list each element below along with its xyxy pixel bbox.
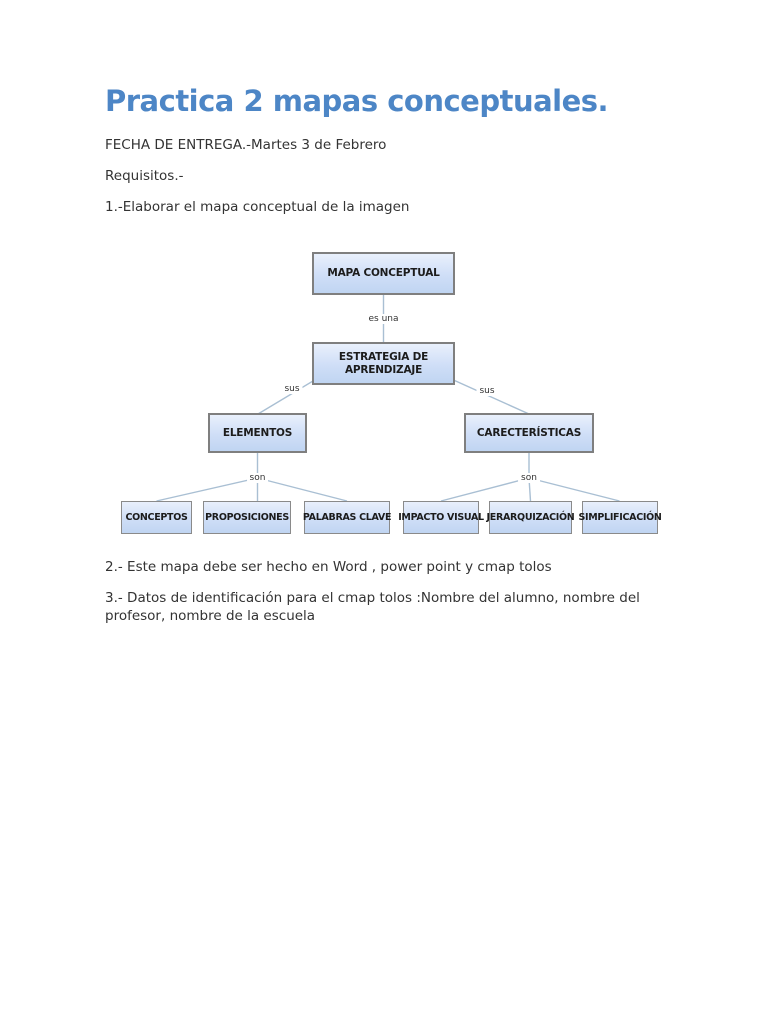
node-label: IMPACTO VISUAL — [398, 512, 484, 523]
node-simplificacion: SIMPLIFICACIÓN — [578, 501, 662, 534]
node-label: CONCEPTOS — [125, 512, 188, 523]
node-palabras-clave: PALABRAS CLAVE — [302, 501, 392, 534]
node-label: JERARQUIZACIÓN — [486, 512, 575, 523]
paragraph-item-2: 2.- Este mapa debe ser hecho en Word , p… — [105, 559, 552, 575]
paragraph-requisitos: Requisitos.- — [105, 168, 184, 184]
node-estrategia-de-aprendizaje: ESTRATEGIA DE APRENDIZAJE — [312, 342, 455, 385]
paragraph-fecha-entrega: FECHA DE ENTREGA.-Martes 3 de Febrero — [105, 137, 387, 153]
node-label: PALABRAS CLAVE — [302, 512, 392, 523]
node-label: MAPA CONCEPTUAL — [327, 267, 440, 279]
concept-map-diagram: MAPA CONCEPTUAL ESTRATEGIA DE APRENDIZAJ… — [0, 240, 768, 552]
page-title: Practica 2 mapas conceptuales. — [105, 84, 609, 118]
edge-label-son-right: son — [518, 473, 540, 483]
node-mapa-conceptual: MAPA CONCEPTUAL — [312, 252, 455, 295]
node-label: CARECTERÍSTICAS — [476, 426, 582, 439]
paragraph-item-1: 1.-Elaborar el mapa conceptual de la ima… — [105, 199, 410, 215]
document-content: Practica 2 mapas conceptuales. FECHA DE … — [0, 0, 768, 216]
node-impacto-visual: IMPACTO VISUAL — [398, 501, 484, 534]
edge-label-son-left: son — [246, 473, 269, 483]
edge-label-sus-left: sus — [281, 384, 303, 394]
node-label: PROPOSICIONES — [205, 512, 289, 523]
node-label: ELEMENTOS — [222, 426, 293, 439]
node-jerarquizacion: JERARQUIZACIÓN — [486, 501, 575, 534]
edge-label-sus-right: sus — [476, 386, 498, 396]
node-label: ESTRATEGIA DE APRENDIZAJE — [338, 350, 429, 376]
paragraph-item-3: 3.- Datos de identificación para el cmap… — [105, 590, 640, 624]
node-conceptos: CONCEPTOS — [121, 501, 192, 534]
node-elementos: ELEMENTOS — [208, 413, 307, 453]
node-carecteristicas: CARECTERÍSTICAS — [464, 413, 594, 453]
edge-label-es-una: es una — [365, 314, 402, 324]
node-proposiciones: PROPOSICIONES — [203, 501, 291, 534]
document-content-bottom: 2.- Este mapa debe ser hecho en Word , p… — [0, 558, 768, 625]
node-label: SIMPLIFICACIÓN — [578, 512, 662, 523]
